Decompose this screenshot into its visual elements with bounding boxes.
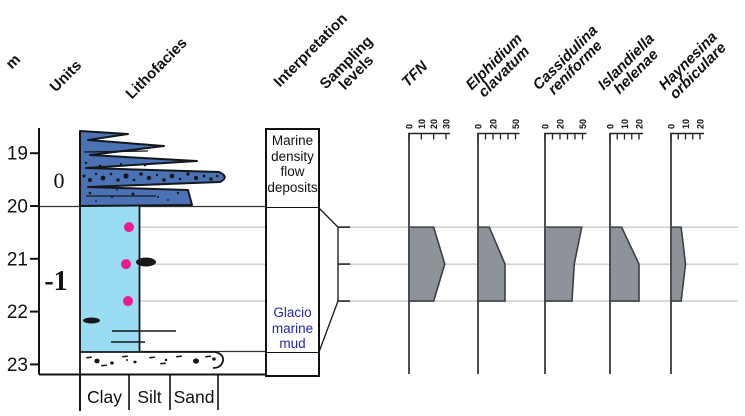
scale-tick-label-Haynesina orbiculare-0: 0: [667, 124, 677, 129]
clast-dot: [209, 177, 213, 181]
sand-band-dash: [176, 355, 183, 358]
depth-tick-label-20: 20: [7, 197, 28, 218]
clast-dot: [139, 172, 143, 176]
sample-level-dot-2: [123, 296, 133, 307]
scale-tick-label-Cassidulina reniforme-0: 0: [541, 124, 551, 129]
abundance-polygon-TFN: [408, 226, 446, 302]
interpretation-divider-base: [267, 352, 318, 353]
sand-band-pebble: [133, 360, 137, 364]
dropstone-clast: [83, 317, 100, 324]
grain-size-label-Sand: Sand: [174, 387, 215, 407]
sand-band-pebble: [126, 359, 128, 361]
sand-band-dash: [101, 364, 108, 367]
scale-tick-label-TFN-0: 0: [405, 124, 415, 129]
clast-dot: [155, 173, 159, 177]
dropstone-clast: [136, 257, 156, 267]
clast-dot: [94, 172, 98, 176]
unit-label-0: 0: [53, 168, 65, 193]
interpretation-upper-text: Marine density flow deposits: [267, 133, 318, 195]
abundance-polygon-Elphidium clavatum: [477, 226, 506, 302]
clast-dot: [116, 189, 118, 191]
sand-band-dash: [86, 356, 93, 359]
clast-dot: [123, 173, 129, 179]
scale-tick-label-Islandiella helenae-0: 0: [606, 124, 616, 129]
sand-band-pebble: [94, 358, 100, 364]
clast-dot: [132, 178, 136, 182]
abundance-polygon-Islandiella helenae: [609, 226, 640, 302]
abundance-polygon-Cassidulina reniforme: [544, 226, 583, 302]
grain-size-label-Silt: Silt: [137, 387, 161, 407]
clast-dot: [162, 178, 166, 182]
interpretation-divider-20m: [267, 207, 318, 208]
clast-dot: [111, 196, 113, 198]
clast-dot: [109, 172, 113, 176]
clast-dot: [95, 200, 97, 202]
sand-band-dash: [160, 362, 167, 365]
clast-dot: [98, 164, 102, 168]
clast-dot: [119, 162, 123, 166]
basal-sand-band-outline: [80, 351, 224, 369]
depth-tick-label-21: 21: [7, 249, 28, 270]
clast-dot: [167, 199, 169, 201]
sample-level-dot-1: [121, 259, 131, 270]
unit-label-minus-1: -1: [44, 266, 68, 297]
clast-dot: [131, 192, 135, 196]
scale-tick-label-TFN-20: 20: [429, 119, 439, 129]
scale-tick-label-Islandiella helenae-10: 10: [620, 119, 630, 129]
abundance-polygon-Haynesina orbiculare: [670, 226, 687, 302]
depth-tick-label-19: 19: [7, 144, 28, 165]
clast-dot: [82, 174, 86, 178]
clast-dot: [116, 178, 120, 182]
scale-tick-label-Cassidulina reniforme-50: 50: [578, 119, 588, 129]
sand-band-pebble: [110, 361, 114, 365]
density-flow-deposit-layer: [79, 130, 226, 207]
sand-band-pebble: [212, 357, 216, 361]
sand-band-dash: [205, 355, 212, 358]
scale-tick-label-Haynesina orbiculare-20: 20: [696, 119, 706, 129]
interpretation-box: Marine density flow deposits Glacio mari…: [265, 128, 320, 377]
scale-tick-label-TFN-10: 10: [417, 119, 427, 129]
scale-tick-label-Elphidium clavatum-20: 20: [489, 119, 499, 129]
clast-dot: [100, 175, 106, 181]
clast-dot: [202, 174, 206, 178]
depth-tick-label-23: 23: [7, 355, 28, 376]
scale-tick-label-Islandiella helenae-20: 20: [635, 119, 645, 129]
scale-tick-label-Elphidium clavatum-50: 50: [511, 119, 521, 129]
sample-level-dot-0: [124, 222, 134, 233]
scale-tick-label-Elphidium clavatum-0: 0: [474, 124, 484, 129]
clast-dot: [146, 175, 152, 181]
scale-tick-label-Cassidulina reniforme-20: 20: [556, 119, 566, 129]
grain-size-label-Clay: Clay: [87, 387, 122, 407]
clast-dot: [84, 161, 88, 165]
clast-dot: [169, 173, 175, 179]
stratification-line-0: [83, 150, 149, 153]
clast-dot: [88, 191, 92, 195]
sampling-bracket: [318, 207, 339, 353]
clast-dot: [186, 172, 190, 176]
clast-dot: [176, 191, 180, 195]
sand-band-dash: [122, 355, 129, 358]
interpretation-lower-text: Glacio marine mud: [271, 305, 314, 351]
depth-tick-label-22: 22: [7, 302, 28, 323]
scale-tick-label-TFN-30: 30: [442, 119, 452, 129]
clast-dot: [215, 174, 219, 178]
sand-band-dash: [149, 356, 156, 359]
clast-dot: [88, 178, 92, 182]
clast-dot: [157, 196, 159, 198]
clast-dot: [193, 175, 199, 181]
sand-band-pebble: [164, 358, 168, 362]
clast-dot: [143, 163, 147, 167]
scale-tick-label-Haynesina orbiculare-10: 10: [681, 119, 691, 129]
sand-band-pebble: [193, 358, 199, 364]
clast-dot: [178, 177, 182, 181]
